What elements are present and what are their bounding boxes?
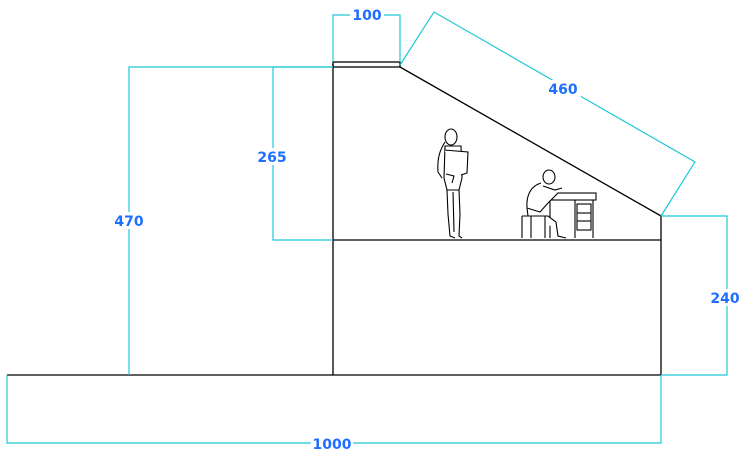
seated-person-desk-icon <box>521 169 597 239</box>
sloped-roof <box>399 66 662 217</box>
dim-label-total-height: 470 <box>114 214 143 230</box>
dim-label-mezzanine: 265 <box>257 150 286 166</box>
dim-label-slope: 460 <box>548 82 577 98</box>
dim-label-right-wall: 240 <box>710 291 739 307</box>
standing-person-icon <box>437 128 469 239</box>
dim-total-height <box>128 66 333 375</box>
dim-total-width <box>6 375 662 444</box>
dim-slope <box>399 11 696 217</box>
roof-cap <box>332 61 401 68</box>
dim-label-top-width: 100 <box>352 8 381 24</box>
building-outline <box>7 61 662 376</box>
dim-label-total-width: 1000 <box>313 437 352 452</box>
